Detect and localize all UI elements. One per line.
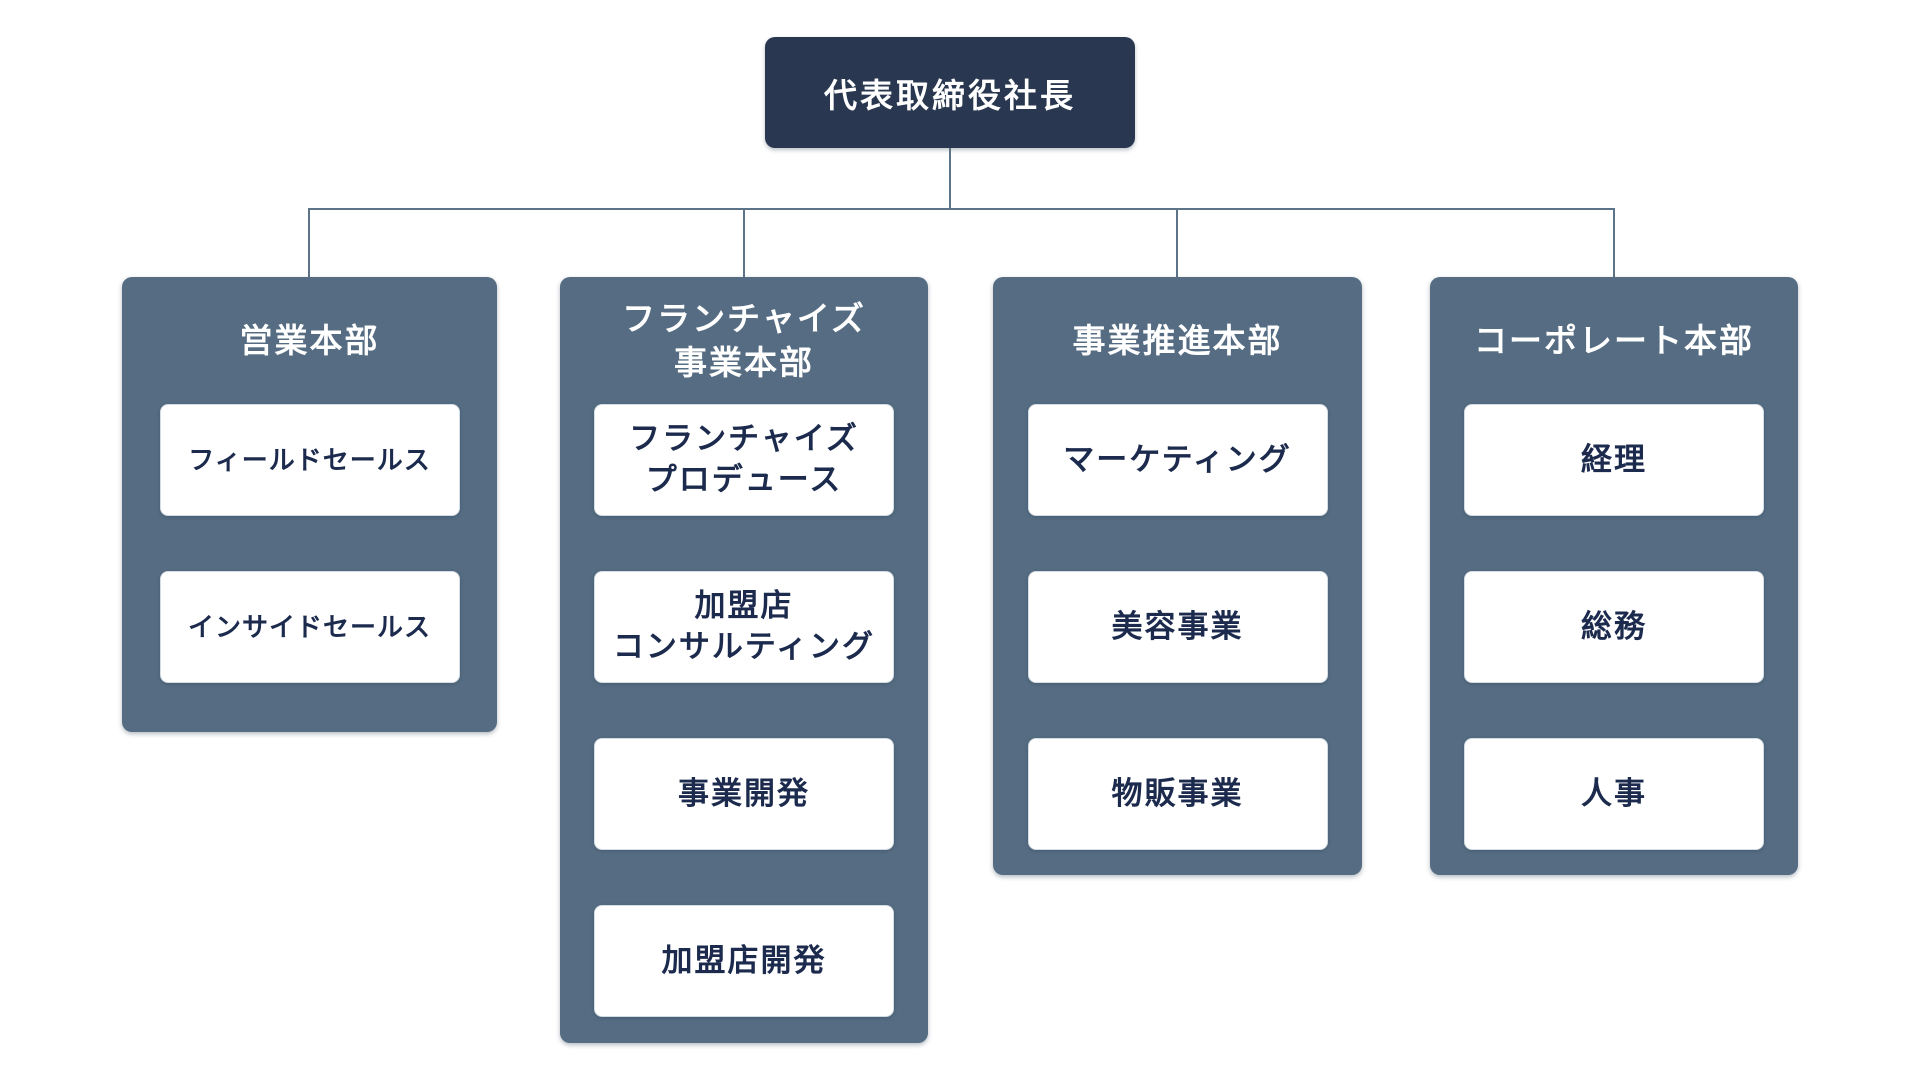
department-column: フランチャイズ事業本部フランチャイズプロデュース加盟店コンサルティング事業開発加… bbox=[560, 277, 928, 1043]
unit-node: 加盟店開発 bbox=[594, 905, 894, 1017]
unit-label-line: インサイドセールス bbox=[187, 611, 431, 642]
unit-label-line: コンサルティング bbox=[612, 629, 876, 664]
unit-node: 事業開発 bbox=[594, 738, 894, 850]
department-title-line: 事業推進本部 bbox=[1072, 321, 1283, 359]
root-node-label: 代表取締役社長 bbox=[824, 76, 1076, 114]
unit-label-line: フランチャイズ bbox=[629, 421, 859, 457]
unit-node: 総務 bbox=[1464, 571, 1764, 683]
unit-node: 物販事業 bbox=[1027, 738, 1328, 850]
department-column: 事業推進本部マーケティング美容事業物販事業 bbox=[993, 277, 1362, 875]
unit-node: 美容事業 bbox=[1027, 571, 1328, 683]
unit-label-line: プロデュース bbox=[645, 462, 843, 497]
unit-label-line: 加盟店 bbox=[694, 588, 794, 624]
unit-node: マーケティング bbox=[1027, 404, 1328, 516]
unit-label-line: 美容事業 bbox=[1111, 608, 1244, 644]
unit-node: 加盟店コンサルティング bbox=[594, 571, 894, 683]
unit-list: フランチャイズプロデュース加盟店コンサルティング事業開発加盟店開発 bbox=[560, 404, 928, 1017]
department-title: フランチャイズ事業本部 bbox=[560, 277, 928, 404]
unit-node: フランチャイズプロデュース bbox=[594, 404, 894, 516]
branch-line-1 bbox=[308, 208, 310, 277]
unit-list: マーケティング美容事業物販事業 bbox=[993, 404, 1362, 850]
root-node: 代表取締役社長 bbox=[765, 37, 1135, 148]
unit-node: フィールドセールス bbox=[159, 404, 460, 516]
unit-label-line: マーケティング bbox=[1063, 441, 1292, 477]
department-title: 営業本部 bbox=[122, 277, 497, 404]
unit-label-line: 人事 bbox=[1581, 775, 1647, 811]
unit-label-line: フィールドセールス bbox=[188, 444, 431, 475]
trunk-line bbox=[308, 208, 1615, 210]
unit-label-line: 経理 bbox=[1581, 441, 1647, 477]
unit-label-line: 総務 bbox=[1581, 608, 1647, 644]
branch-line-3 bbox=[1176, 208, 1178, 277]
unit-label-line: 物販事業 bbox=[1111, 775, 1244, 811]
branch-line-2 bbox=[743, 208, 745, 277]
department-title: 事業推進本部 bbox=[993, 277, 1362, 404]
department-title-line: 事業本部 bbox=[674, 343, 814, 381]
unit-list: フィールドセールスインサイドセールス bbox=[122, 404, 497, 683]
branch-line-4 bbox=[1613, 208, 1615, 277]
unit-node: 経理 bbox=[1464, 404, 1764, 516]
unit-node: 人事 bbox=[1464, 738, 1764, 850]
unit-label-line: 事業開発 bbox=[678, 775, 810, 811]
department-title-line: 営業本部 bbox=[239, 321, 380, 359]
department-column: コーポレート本部経理総務人事 bbox=[1430, 277, 1798, 875]
root-connector-line bbox=[949, 148, 951, 209]
department-title-line: フランチャイズ bbox=[622, 299, 866, 337]
department-title: コーポレート本部 bbox=[1430, 277, 1798, 404]
department-column: 営業本部フィールドセールスインサイドセールス bbox=[122, 277, 497, 732]
unit-label-line: 加盟店開発 bbox=[661, 942, 827, 978]
unit-list: 経理総務人事 bbox=[1430, 404, 1798, 850]
department-title-line: コーポレート本部 bbox=[1474, 321, 1754, 359]
unit-node: インサイドセールス bbox=[159, 571, 460, 683]
